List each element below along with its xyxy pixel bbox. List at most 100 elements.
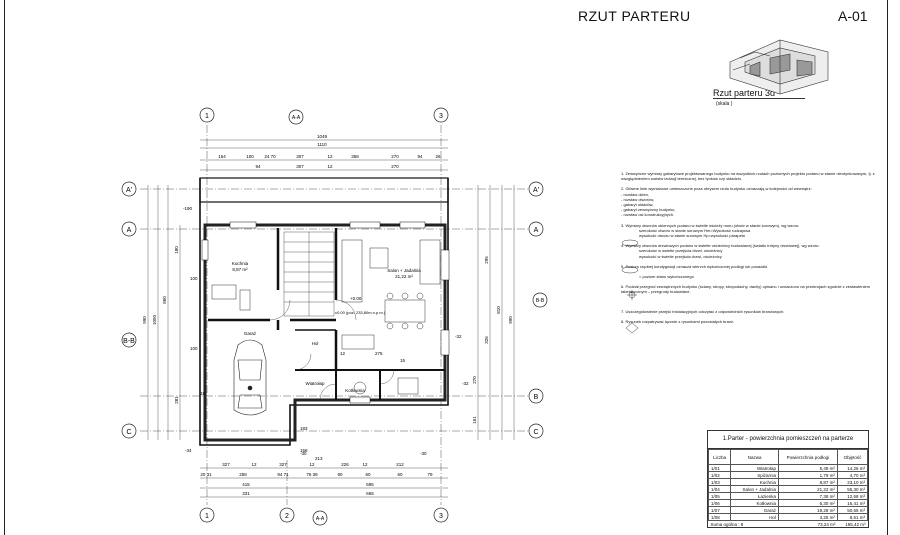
note-5: 5. Poziom rzędnej kondygnacji oznacza wi… <box>621 263 769 269</box>
table-cell: Garaż <box>730 506 779 514</box>
axis-bubble-2-bottom <box>279 507 295 523</box>
table-cell: 5,49 m² <box>777 464 838 472</box>
dim-left-1: 1050 <box>152 314 157 325</box>
note-8: 8. Rysunek rozpatrywać łącznie z rysunka… <box>621 318 735 324</box>
dim-bottom2-7: 79 <box>427 472 433 477</box>
misc-14: 15 <box>200 391 206 396</box>
misc-9: 275 <box>375 351 383 356</box>
note-4: 4. Wymiary otworów drzwiowych podano w ś… <box>621 243 820 249</box>
note-1: 1. Zewnętrzne wymiary gabarytowe projekt… <box>621 171 875 182</box>
dim-bottom2-2: 94 71 <box>277 472 289 477</box>
dim-top2-3: 270 <box>391 164 399 169</box>
axis-label-1-bottom: 1 <box>205 513 209 520</box>
dim-bottom-3: 12 <box>309 462 315 467</box>
dim-bottom2-6: 60 <box>397 472 403 477</box>
view-3d-scale: (skala ) <box>716 101 733 107</box>
furniture <box>211 239 441 395</box>
axis-bubble-3-top <box>433 107 449 123</box>
table-cell: 6,30 m² <box>777 499 838 507</box>
axis-bubble-a-left <box>121 221 137 237</box>
misc-11: 158 <box>300 448 308 453</box>
dim-right-4: 270 <box>472 376 477 384</box>
misc-5: -34 <box>185 448 192 453</box>
table-header-cell: Powierzchnia podłogi <box>777 449 838 465</box>
table-cell: 1/03 <box>707 478 732 486</box>
dim-top-total: 1049 <box>317 134 328 139</box>
note-7: 7. Uszczegółowienie przejść instalacyjny… <box>621 308 785 314</box>
note-2d: - gabaryt zewnętrzny budynku, <box>621 207 676 213</box>
table-cell: Wiatrołap <box>730 464 779 472</box>
table-header-cell: Objętość <box>836 449 869 465</box>
dim-left-2: 860 <box>162 296 167 304</box>
axis-bubble-a1-right <box>528 181 544 197</box>
dim-bottom-total2-1: 665 <box>366 491 374 496</box>
frame-left <box>4 0 5 535</box>
misc-12: 183 <box>300 426 308 431</box>
table-cell: 1/07 <box>707 506 732 514</box>
axis-label-a-left: A <box>127 227 132 234</box>
axis-bubble-a1-left <box>121 181 137 197</box>
drawing-title: RZUT PARTERU <box>578 8 691 24</box>
table-cell: 1/08 <box>707 513 732 521</box>
table-header-cell: Liczba <box>707 449 732 465</box>
dim-top-4: 12 <box>327 154 333 159</box>
table-cell: Hol <box>730 513 779 521</box>
table-cell: 1,79 m² <box>777 471 838 479</box>
axis-label-c-right: C <box>533 429 538 436</box>
plan-label-salon-area: 21,22 m² <box>395 274 413 279</box>
plan-level: ±0.00 (poz. 233,80m n.p.m.) <box>335 310 386 315</box>
dim-bottom-total-1: 695 <box>366 482 374 487</box>
note-3b: wysokość otworu w stanie surowym Hp=wyso… <box>639 233 746 239</box>
axis-label-b-left: B-B <box>123 338 135 345</box>
dim-bottom2-5: 60 <box>365 472 371 477</box>
axis-label-2-bottom: 2 <box>285 513 289 520</box>
right-dimensions <box>477 185 515 440</box>
dim-top-3: 307 <box>296 154 304 159</box>
dim-top-8: 26 <box>435 154 441 159</box>
dim-right-0: 990 <box>508 316 513 324</box>
misc-2: 100 <box>190 346 198 351</box>
note-6: 6. Podział przegród zewnętrznych budynku… <box>621 284 871 295</box>
dim-top2-2: 12 <box>327 164 333 169</box>
dim-top-5: 358 <box>351 154 359 159</box>
misc-0: -190 <box>183 206 193 211</box>
plan-label-salon: Salon + Jadalnia <box>387 268 421 273</box>
axis-bubble-b-left <box>121 332 137 348</box>
dim-bottom2-0: 20 31 <box>200 472 212 477</box>
axis-label-a1-left: A' <box>126 187 132 194</box>
table-cell: Kuchnia <box>730 478 779 486</box>
axis-label-3-top: 3 <box>439 113 443 120</box>
misc-3: -32 <box>455 334 462 339</box>
table-cell: 23,10 m³ <box>836 478 869 486</box>
sheet-number: A-01 <box>838 8 868 24</box>
dim-right-1: 810 <box>496 306 501 314</box>
table-cell: 1/05 <box>707 492 732 500</box>
axis-label-3-bottom: 3 <box>439 513 443 520</box>
section-bubble-b-right <box>532 292 548 308</box>
dim-bottom-4: 226 <box>341 462 349 467</box>
door-swings <box>269 299 395 401</box>
table-cell: 55,30 m³ <box>836 485 869 493</box>
table-cell: 1/01 <box>707 464 732 472</box>
table-cell: 14,26 m³ <box>836 464 869 472</box>
bottom-dimensions <box>200 467 448 498</box>
door-tag-icon <box>621 266 639 274</box>
room-schedule-table: 1.Parter - powierzchnia pomieszczeń na p… <box>707 430 869 528</box>
general-notes: 1. Zewnętrzne wymiary gabarytowe projekt… <box>621 171 881 329</box>
dim-top-6: 270 <box>391 154 399 159</box>
dim-top-0: 154 <box>218 154 226 159</box>
axis-bubble-1-bottom <box>199 507 215 523</box>
misc-8: 12 <box>340 351 346 356</box>
dim-bottom-1: 12 <box>251 462 257 467</box>
misc-10: 15 <box>400 358 406 363</box>
note-4b: wysokość w świetle przejścia drzwi, ości… <box>639 253 722 259</box>
car-icon <box>233 339 267 416</box>
building-walls <box>199 177 449 446</box>
axis-label-c-left: C <box>126 429 131 436</box>
table-cell: 8,87 m² <box>777 478 838 486</box>
note-2: 2. Główne linie wymiarowe umieszczone po… <box>621 186 812 192</box>
